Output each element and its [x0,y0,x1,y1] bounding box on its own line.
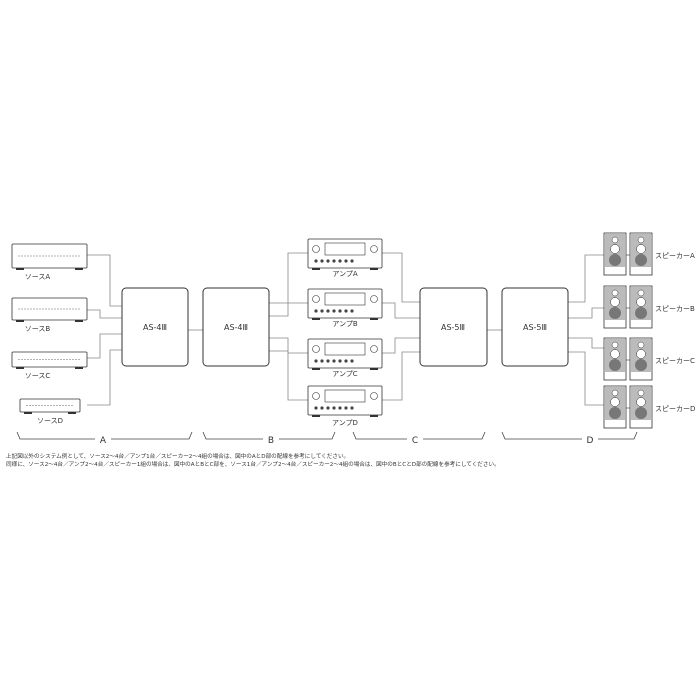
wire [87,309,122,319]
wire [568,351,604,406]
amp-b: アンプB [307,288,383,328]
amp-a: アンプA [307,238,383,278]
wire [382,302,420,319]
device-label: スピーカーA [655,252,695,260]
wires [87,252,604,406]
wire [568,337,604,349]
speaker-pair-c: スピーカーC [603,337,695,381]
selector-as5-a: AS-5Ⅲ [419,287,488,367]
selector-as4-b: AS-4Ⅲ [202,287,270,367]
wire [87,349,122,406]
speaker-pair-d: スピーカーD [603,385,695,429]
selector-as5-b: AS-5Ⅲ [501,287,569,367]
wire [382,351,420,401]
wire [382,252,420,303]
source-a: ソースA [11,243,88,281]
wire [269,302,318,317]
device-label: アンプD [332,419,358,427]
device-label: スピーカーD [655,405,695,413]
device-label: アンプB [332,320,358,328]
selector-as4-a: AS-4Ⅲ [121,287,189,367]
device-label: アンプC [332,370,358,378]
selector-label: AS-4Ⅲ [143,323,167,332]
devices: ソースA ソースB ソースC ソースD アンプA アンプB アンプC アンプD スピーカーA スピ… [11,232,695,429]
device-label: スピーカーB [655,305,695,313]
source-d: ソースD [19,398,81,425]
note-line-1: 上記図以外のシステム例として、ソース2〜4台／アンプ1台／スピーカー2〜4組の場… [6,454,350,460]
source-c: ソースC [11,351,88,380]
amp-d: アンプD [307,385,383,427]
device-label: ソースD [37,417,63,425]
device-label: アンプA [332,270,358,278]
note-line-2: 同様に、ソース2〜4台／アンプ2〜4台／スピーカー1組の場合は、図中のAとBとC… [6,462,500,468]
wire [382,337,420,354]
selector-label: AS-5Ⅲ [523,323,547,332]
wire [269,350,308,401]
device-label: ソースA [25,273,51,281]
section-label-c: C [412,436,418,446]
section-label-d: D [587,436,594,446]
section-label-b: B [268,436,274,446]
wire [87,254,122,307]
device-label: スピーカーC [655,357,695,365]
section-label-a: A [100,436,107,446]
wire [87,333,122,359]
amp-c: アンプC [307,338,383,378]
section-brackets [16,431,638,440]
wire [269,252,308,304]
device-label: ソースC [25,372,51,380]
speaker-pair-b: スピーカーB [603,285,695,329]
wire [568,307,604,319]
selector-label: AS-4Ⅲ [224,323,248,332]
source-b: ソースB [11,297,88,333]
device-label: ソースB [25,325,51,333]
wire [568,254,604,303]
selector-label: AS-5Ⅲ [441,323,465,332]
speaker-pair-a: スピーカーA [603,232,695,276]
wire [269,337,308,354]
